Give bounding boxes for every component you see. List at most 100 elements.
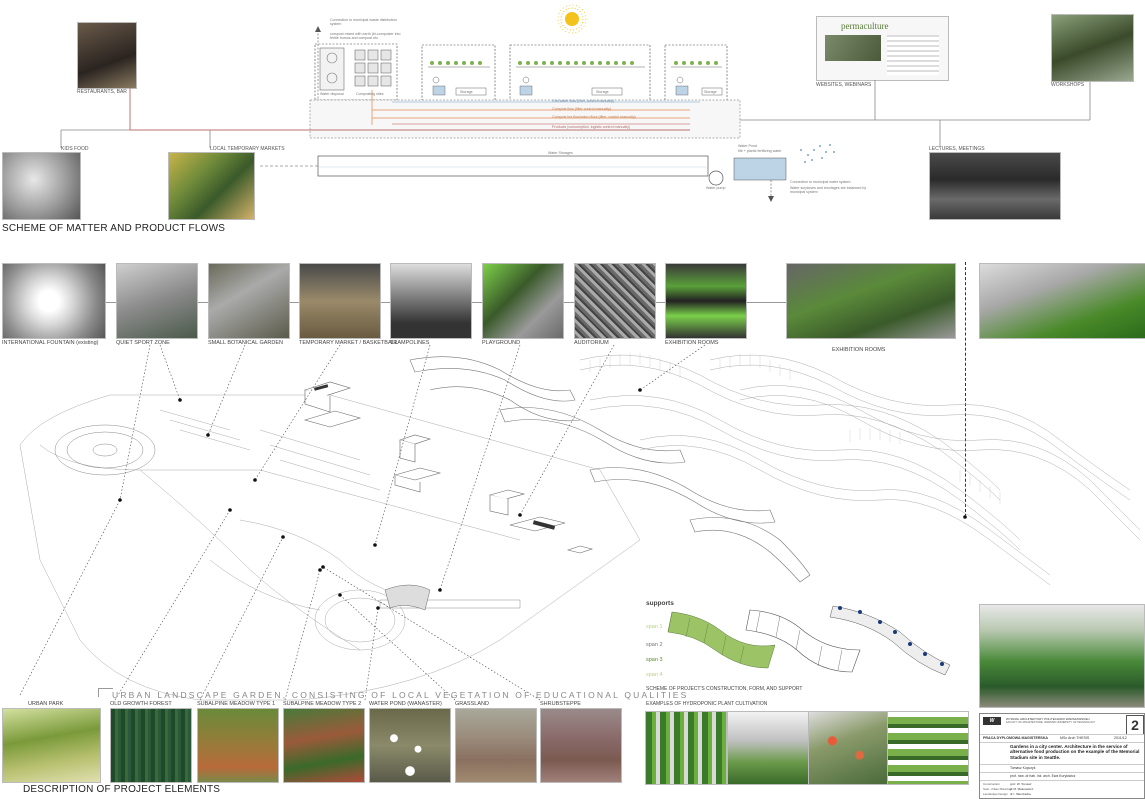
consultant-role-1: Construction bbox=[983, 782, 1000, 786]
veg-label-grassland: GRASSLAND bbox=[455, 701, 489, 707]
thesis-promoter: prof. nzw. dr hab. inż. arch. Ewa Kuryło… bbox=[1010, 774, 1076, 778]
thesis-year: 2011/12 bbox=[1114, 736, 1127, 740]
website-label: WEBSITES, WEBINARS bbox=[816, 82, 872, 88]
flow-diagram bbox=[60, 26, 1091, 202]
zone-photo-botanical bbox=[208, 263, 290, 339]
veg-label-forest: OLD GROWTH FOREST bbox=[110, 701, 172, 707]
title-block: W WYDZIAŁ ARCHITEKTURY POLITECHNIKI WARS… bbox=[979, 713, 1145, 799]
note-flow-1: Grid water flow (filter, control manuall… bbox=[552, 99, 615, 103]
veg-photo-shrubsteppe bbox=[540, 708, 622, 783]
span-3-label: span 3 bbox=[646, 657, 663, 663]
restaurant-label: RESTAURANTS, BAR bbox=[77, 89, 127, 95]
consultant-name-1: prof. W. Tomasz bbox=[1010, 782, 1032, 786]
hydro-photo-4 bbox=[887, 711, 969, 785]
span-4-label: span 4 bbox=[646, 672, 663, 678]
zone-label-botanical: SMALL BOTANICAL GARDEN bbox=[208, 340, 283, 346]
span-1-label: span 1 bbox=[646, 624, 663, 630]
lectures-photo bbox=[929, 152, 1061, 220]
lectures-label: LECTURES, MEETINGS bbox=[929, 146, 985, 152]
veg-label-meadow-1: SUBALPINE MEADOW TYPE 1 bbox=[197, 701, 276, 707]
zone-photo-auditorium bbox=[574, 263, 656, 339]
thesis-line: PRACA DYPLOMOWA MAGISTERSKA bbox=[983, 736, 1049, 740]
note-storage-1: Storage bbox=[460, 90, 473, 94]
exhibition-rooms-label: EXHIBITION ROOMS bbox=[832, 347, 886, 353]
zone-label-auditorium: AUDITORIUM bbox=[574, 340, 609, 346]
consultant-name-2: dr M. Matusewicz bbox=[1010, 787, 1034, 791]
thesis-author: Tomasz Kupczyk bbox=[1010, 766, 1036, 770]
note-water-pump: Water pump bbox=[706, 186, 726, 190]
note-water-pond-sub: filtr + plants fertilizing water bbox=[738, 149, 782, 153]
university-name-en: FACULTY OF ARCHITECTURE, WARSAW UNIVERSI… bbox=[1006, 721, 1096, 724]
veg-photo-meadow-2 bbox=[283, 708, 365, 783]
note-water-pond: Water Pond bbox=[738, 144, 757, 148]
workshops-label: WORKSHOPS bbox=[1051, 82, 1085, 88]
span-2-label: span 2 bbox=[646, 642, 663, 648]
greenhouse-photo bbox=[979, 604, 1145, 708]
zone-photo-fountain bbox=[2, 263, 106, 339]
note-water-disposal: Water disposal bbox=[320, 92, 344, 96]
consultant-role-3: Landscape Design bbox=[983, 792, 1008, 796]
veg-label-meadow-2: SUBALPINE MEADOW TYPE 2 bbox=[283, 701, 362, 707]
hydroponic-caption: EXAMPLES OF HYDROPONIC PLANT CULTIVATION bbox=[646, 701, 768, 707]
exhibition-photo-1 bbox=[786, 263, 956, 339]
zone-label-sport: QUIET SPORT ZONE bbox=[116, 340, 170, 346]
zone-label-market: TEMPORARY MARKET / BASKETBALL bbox=[299, 340, 398, 346]
support-shape-2 bbox=[745, 609, 861, 673]
hydro-photo-1 bbox=[645, 711, 727, 785]
note-storage-3: Storage bbox=[704, 90, 717, 94]
note-municipal-water: Connection to municipal water system bbox=[790, 180, 851, 184]
hydro-photo-2 bbox=[727, 711, 809, 785]
hydro-photo-3 bbox=[808, 711, 888, 785]
note-compost: compost mixed with earth (bi-composter i… bbox=[330, 32, 401, 40]
note-municipal-waste: Connection to municipal waste distributi… bbox=[330, 18, 398, 26]
veg-label-urban-park: URBAN PARK bbox=[28, 701, 64, 707]
description-title: DESCRIPTION OF PROJECT ELEMENTS bbox=[23, 784, 221, 795]
supports-title: supports bbox=[646, 600, 674, 607]
kids-food-label: KIDS FOOD bbox=[61, 146, 89, 152]
veg-label-water-pond: WATER POND (WANASTER) bbox=[369, 701, 442, 707]
university-logo: W bbox=[983, 717, 1001, 725]
note-storage-2: Storage bbox=[596, 90, 609, 94]
note-flow-2: Compost flow (filter control manually) bbox=[552, 107, 612, 111]
veg-photo-forest bbox=[110, 708, 192, 783]
workshops-photo bbox=[1051, 14, 1134, 82]
sun-icon bbox=[557, 4, 587, 34]
zone-label-exhibition: EXHIBITION ROOMS bbox=[665, 340, 719, 346]
market-label: LOCAL TEMPORARY MARKETS bbox=[210, 146, 285, 152]
zone-photo-playground bbox=[482, 263, 564, 339]
support-shape-1 bbox=[667, 611, 776, 669]
sheet-number: 2 bbox=[1126, 715, 1144, 735]
thesis-type: MSc Arch THESIS bbox=[1060, 736, 1090, 740]
veg-photo-urban-park bbox=[2, 708, 101, 783]
consultant-role-2: Sust. Urban Planning bbox=[983, 787, 1012, 791]
zone-label-trampolines: TRAMPOLINES bbox=[390, 340, 430, 346]
veg-photo-grassland bbox=[455, 708, 537, 783]
zone-label-fountain: INTERNATIONAL FOUNTAIN (existing) bbox=[2, 340, 99, 346]
zone-label-playground: PLAYGROUND bbox=[482, 340, 521, 346]
university-name: WYDZIAŁ ARCHITEKTURY POLITECHNIKI WARSZA… bbox=[1006, 717, 1090, 721]
kids-food-photo bbox=[2, 152, 81, 220]
note-water-storage: Water Storages bbox=[548, 151, 573, 155]
exhibition-photo-2 bbox=[979, 263, 1145, 339]
landscape-banner: URBAN LANDSCAPE GARDEN, CONSISTING OF LO… bbox=[112, 690, 689, 700]
thesis-title: Gardens in a city center. Architecture i… bbox=[1010, 744, 1140, 760]
supports-caption: SCHEME OF PROJECT'S CONSTRUCTION, FORM, … bbox=[646, 686, 803, 692]
market-photo bbox=[168, 152, 255, 220]
website-brand: permaculture bbox=[841, 21, 889, 31]
zone-photo-trampolines bbox=[390, 263, 472, 339]
note-flow-3: Compost tea flow/micro flora (filter, co… bbox=[552, 115, 636, 119]
consultant-name-3: dr I. Sikorzacka bbox=[1010, 792, 1031, 796]
zone-photo-market bbox=[299, 263, 381, 339]
veg-photo-meadow-1 bbox=[197, 708, 279, 783]
flows-title: SCHEME OF MATTER AND PRODUCT FLOWS bbox=[2, 223, 226, 234]
zone-photo-sport bbox=[116, 263, 198, 339]
note-composting-sites: Composting sites bbox=[356, 92, 384, 96]
website-photo: permaculture bbox=[816, 16, 949, 81]
veg-photo-water-pond bbox=[369, 708, 451, 783]
restaurant-photo bbox=[77, 22, 137, 89]
note-flow-4: Products (consumption, logistic control … bbox=[552, 125, 631, 129]
veg-label-shrubsteppe: SHRUBSTEPPE bbox=[540, 701, 581, 707]
zone-photo-exhibition bbox=[665, 263, 747, 339]
note-municipal-water-sub: Water surpluses and shortages are balanc… bbox=[790, 186, 867, 194]
